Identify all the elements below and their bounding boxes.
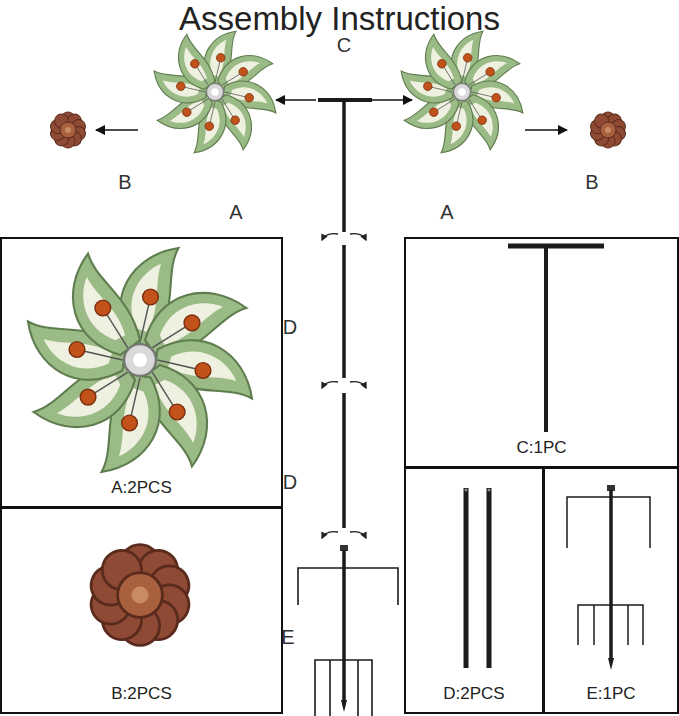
- part-letter: D: [283, 316, 297, 339]
- part-letter: C: [337, 34, 351, 57]
- part-count: C:1PC: [406, 438, 677, 458]
- part-letter: A: [229, 201, 242, 224]
- part-count: B:2PCS: [2, 684, 281, 704]
- top-rod-illustration: [508, 246, 604, 432]
- spinner-part: [154, 31, 276, 153]
- part-letter: E: [281, 626, 294, 649]
- part-count: E:1PC: [545, 684, 677, 704]
- cap-part: [589, 111, 628, 148]
- cap-illustration: [86, 543, 194, 648]
- part-letter: B: [585, 171, 598, 194]
- part-letter: D: [283, 471, 297, 494]
- part-box: D:2PCS: [404, 467, 544, 714]
- stake-illustration: [567, 485, 650, 670]
- part-count: D:2PCS: [406, 684, 542, 704]
- spinner-part: [401, 31, 523, 153]
- part-box: C:1PC: [404, 237, 679, 468]
- part-box: A:2PCS: [0, 237, 283, 508]
- part-letter: A: [440, 201, 453, 224]
- part-box: B:2PCS: [0, 507, 283, 714]
- cap-part: [49, 111, 88, 148]
- part-box: E:1PC: [543, 467, 679, 714]
- part-letter: B: [118, 171, 131, 194]
- part-count: A:2PCS: [2, 478, 281, 498]
- rod-illustration: [465, 488, 491, 668]
- spinner-illustration: [28, 248, 252, 472]
- diagram-title: Assembly Instructions: [0, 0, 679, 38]
